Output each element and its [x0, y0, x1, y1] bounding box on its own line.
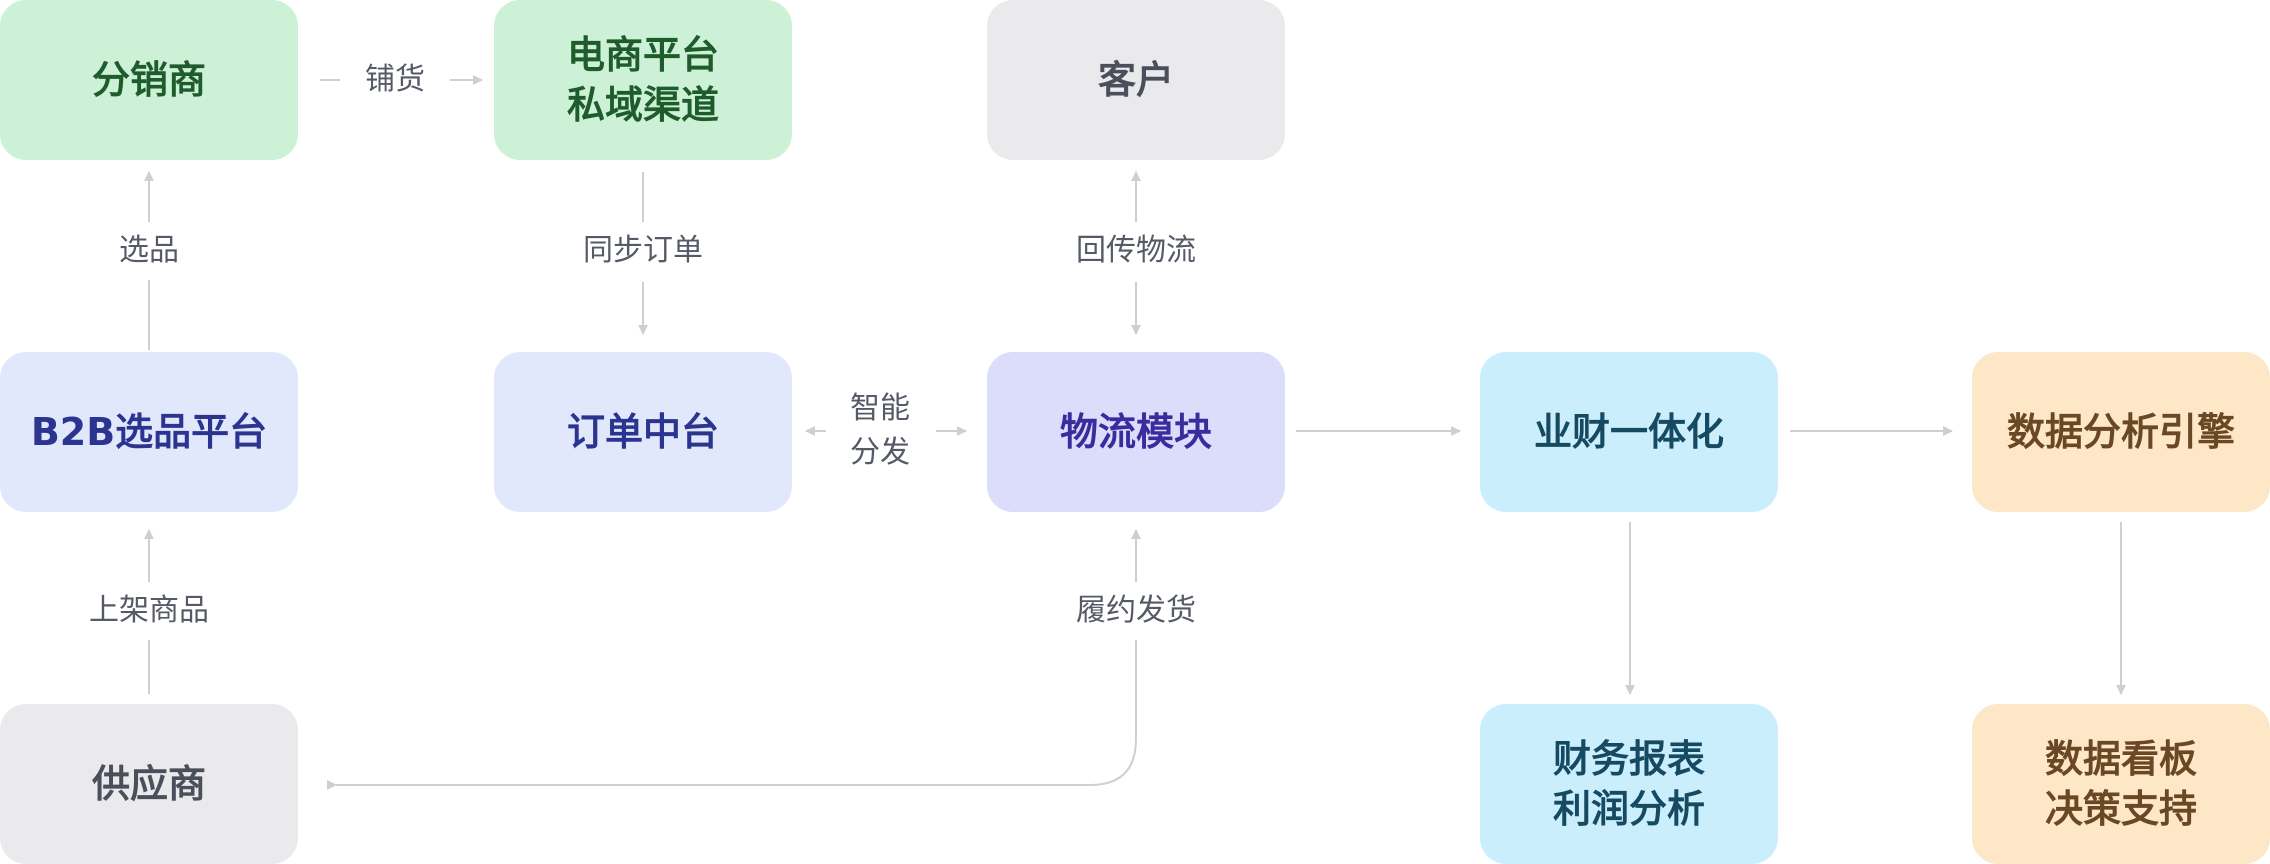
node-data-analysis-engine: 数据分析引擎 — [1972, 352, 2270, 512]
edge-label-list-products: 上架商品 — [83, 589, 215, 633]
node-order-center: 订单中台 — [494, 352, 792, 512]
node-logistics-module: 物流模块 — [987, 352, 1285, 512]
node-supplier: 供应商 — [0, 704, 298, 864]
node-finance-integration: 业财一体化 — [1480, 352, 1778, 512]
edge-label-stock: 铺货 — [359, 58, 431, 102]
node-b2b-platform: B2B选品平台 — [0, 352, 298, 512]
connector-fulfill-tail — [327, 640, 1137, 790]
node-customer: 客户 — [987, 0, 1285, 160]
edge-label-sync-orders: 同步订单 — [577, 229, 709, 273]
node-finance-report: 财务报表 利润分析 — [1480, 704, 1778, 864]
edge-label-select: 选品 — [113, 229, 185, 273]
edge-label-return-logistics: 回传物流 — [1070, 229, 1202, 273]
node-dashboard: 数据看板 决策支持 — [1972, 704, 2270, 864]
node-distributor: 分销商 — [0, 0, 298, 160]
edge-label-fulfill-ship: 履约发货 — [1070, 589, 1202, 633]
edge-label-smart-dispatch: 智能 分发 — [844, 387, 916, 475]
node-ecommerce-private-channel: 电商平台 私域渠道 — [494, 0, 792, 160]
